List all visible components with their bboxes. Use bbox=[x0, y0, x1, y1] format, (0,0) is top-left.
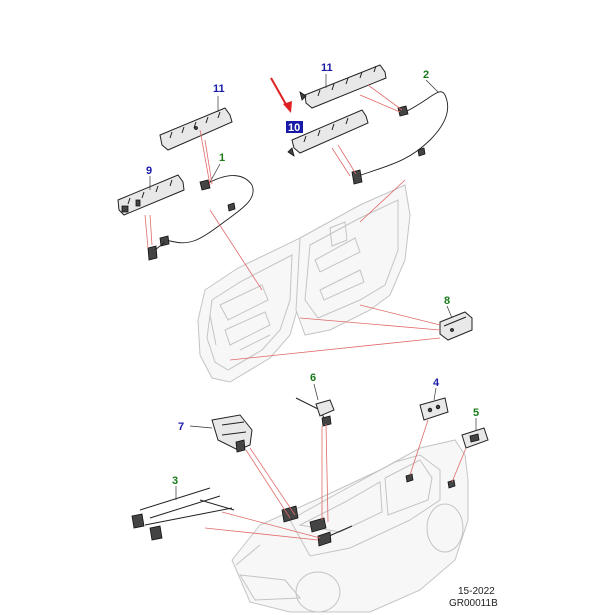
callout-10: 10 bbox=[288, 122, 300, 134]
front-door-panel-ghost bbox=[197, 237, 306, 383]
callout-7: 7 bbox=[178, 421, 184, 433]
footer-code: GR00011B bbox=[449, 598, 498, 609]
callout-6: 6 bbox=[310, 372, 316, 384]
switch-pack-strip-left bbox=[159, 107, 233, 151]
switch-pack-strip-right bbox=[299, 64, 387, 109]
highlight-arrow bbox=[270, 77, 292, 113]
switch-pack-strip-highlighted bbox=[287, 109, 369, 157]
vehicle-outline-ghost bbox=[231, 439, 469, 613]
release-cable bbox=[295, 397, 335, 427]
rear-door-panel-ghost bbox=[295, 184, 411, 336]
door-actuator bbox=[211, 414, 253, 453]
callout-9: 9 bbox=[146, 165, 152, 177]
sensor-unit bbox=[419, 397, 449, 421]
callout-3: 3 bbox=[172, 475, 178, 487]
mounting-bracket bbox=[117, 174, 185, 216]
callout-4: 4 bbox=[433, 377, 440, 389]
window-rail bbox=[131, 487, 235, 541]
callout-1: 1 bbox=[219, 152, 225, 164]
wire-harness-rear bbox=[351, 91, 449, 185]
callout-10-box bbox=[286, 121, 303, 133]
control-module bbox=[439, 311, 473, 341]
mirror-connector bbox=[281, 473, 456, 547]
callout-8: 8 bbox=[444, 295, 450, 307]
callout-5: 5 bbox=[473, 407, 479, 419]
footer-date: 15-2022 bbox=[458, 586, 495, 597]
callout-11-right: 11 bbox=[321, 62, 333, 74]
callout-11-left: 11 bbox=[213, 83, 225, 95]
leader-lines bbox=[144, 84, 467, 541]
wire-harness-front bbox=[147, 175, 254, 261]
bracket-unit bbox=[461, 427, 489, 449]
callout-2: 2 bbox=[423, 69, 429, 81]
